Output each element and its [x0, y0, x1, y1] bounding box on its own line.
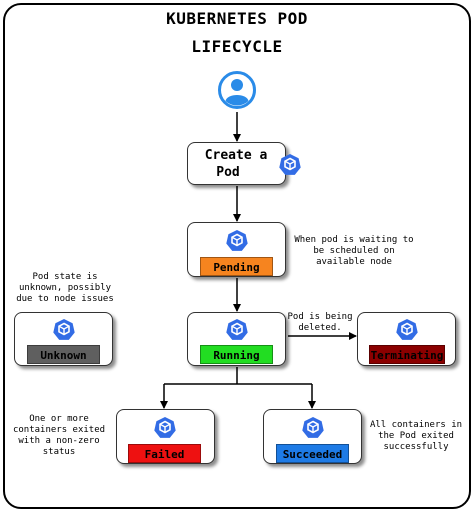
pending-state-label: Pending [200, 257, 273, 276]
create-pod-label-line2: Pod [216, 165, 240, 180]
unknown-note-line: due to node issues [16, 294, 114, 304]
kubernetes-pod-icon [279, 154, 301, 175]
kubernetes-pod-icon [154, 417, 176, 438]
unknown-note-line: Pod state is [32, 272, 98, 282]
succeeded-note-line: the Pod exited [378, 431, 454, 441]
diagram-title-line2: LIFECYCLE [191, 37, 283, 56]
unknown-note: Pod state is unknown, possibly due to no… [6, 272, 124, 305]
diagram-title-line1: KUBERNETES POD [166, 9, 308, 28]
create-pod-box: Create a Pod [187, 142, 286, 185]
kubernetes-pod-icon [396, 319, 418, 340]
succeeded-note-line: successfully [383, 442, 449, 452]
kubernetes-pod-icon [302, 417, 324, 438]
pending-note-line: available node [316, 257, 392, 267]
kubernetes-pod-icon [53, 319, 75, 340]
failed-note-line: containers exited [12, 425, 106, 435]
failed-note: One or more containers exited with a non… [6, 414, 112, 458]
terminating-note: Pod is being deleted. [282, 312, 358, 334]
terminating-note-line: Pod is being [287, 312, 353, 322]
create-pod-label-line1: Create a [204, 148, 268, 163]
failed-note-line: status [42, 447, 76, 457]
kubernetes-pod-icon [226, 230, 248, 251]
terminating-state-label: Terminating [369, 345, 445, 364]
failed-note-line: One or more [29, 414, 89, 424]
terminating-note-line: deleted. [298, 323, 342, 333]
pending-note-line: be scheduled on [313, 246, 395, 256]
succeeded-state-label: Succeeded [276, 444, 349, 463]
unknown-state-label: Unknown [27, 345, 100, 364]
unknown-note-line: unknown, possibly [18, 283, 112, 293]
kubernetes-pod-icon [226, 319, 248, 340]
pending-note: When pod is waiting to be scheduled on a… [290, 235, 418, 268]
user-icon [218, 71, 256, 109]
failed-state-label: Failed [128, 444, 201, 463]
pending-note-line: When pod is waiting to [294, 235, 414, 245]
succeeded-note-line: All containers in [369, 420, 463, 430]
running-state-label: Running [200, 345, 273, 364]
succeeded-note: All containers in the Pod exited success… [364, 420, 468, 453]
failed-note-line: with a non-zero [18, 436, 100, 446]
